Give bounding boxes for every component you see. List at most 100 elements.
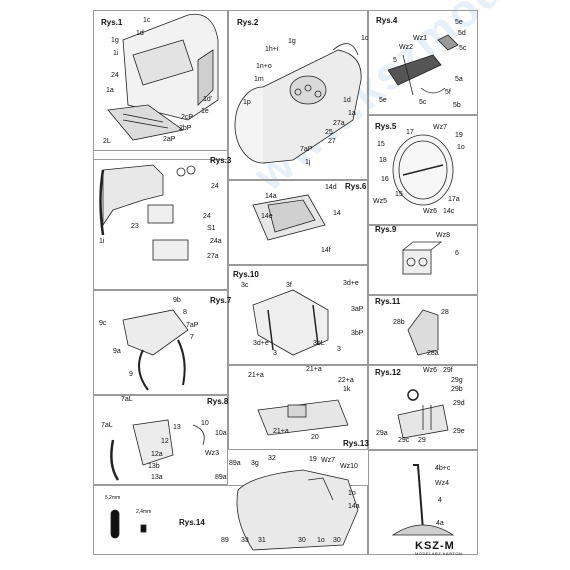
panel-rys11 [368, 295, 478, 365]
rys8-label: 13b [148, 463, 160, 470]
panel-rys1 [93, 10, 228, 160]
rys7-label: 9c [99, 320, 107, 327]
rys2-label: 1h+i [265, 46, 279, 53]
rys11-label: 28a [427, 350, 439, 357]
rys14-title: Rys.14 [179, 518, 205, 527]
panel-rys13 [228, 365, 368, 450]
rys1-label: 24 [111, 72, 119, 79]
panel-rys6 [228, 180, 368, 265]
publisher-logo: KSZ-M [415, 540, 455, 552]
rys1-label: 1d' [203, 96, 213, 103]
stand-label: Wz4 [435, 480, 449, 487]
rys7-title: Rys.7 [210, 296, 232, 305]
rys3-label: 1i [99, 238, 105, 245]
rys1-label: 1d [136, 30, 144, 37]
rys4-label: 5 [393, 57, 397, 64]
rys10-title: Rys.10 [233, 270, 259, 279]
rys8-label: 10a [215, 430, 227, 437]
panel-rys5 [368, 115, 478, 225]
rys8-label: 10 [201, 420, 209, 427]
rys6-label: 14d [325, 184, 337, 191]
assembly-drawings [99, 13, 459, 551]
rys12-label: 29 [418, 437, 426, 444]
rys3-label: 24 [203, 213, 211, 220]
rys4-label: Wz1 [413, 35, 427, 42]
rys5-label: 1o [457, 144, 465, 151]
rys8-label: 7aL [121, 396, 133, 403]
rys13-label: 21+a [306, 366, 322, 373]
rys13-label: 20 [311, 434, 319, 441]
rys9-label: Wz8 [436, 232, 450, 239]
rys8-label: 12a [151, 451, 163, 458]
rys8-label: 13a [151, 474, 163, 481]
instruction-sheet: www.kszmodelarz.pl [93, 0, 570, 556]
rys6-label: 14e [261, 213, 273, 220]
panel-rys12 [368, 365, 478, 450]
rys14-label: 3g [251, 460, 259, 467]
rys7-label: 9b [173, 297, 181, 304]
rys3-label: S1 [207, 225, 216, 232]
rys9-title: Rys.9 [375, 225, 397, 234]
rys4-label: 5c [419, 99, 427, 106]
rys14-label: 30 [298, 537, 306, 544]
rys1-label: 1c [143, 17, 151, 24]
rys2-label: 1m [254, 76, 264, 83]
rys4-label: 5d [458, 30, 466, 37]
rys13-label: 21+a [248, 372, 264, 379]
rys2-label: 27 [328, 138, 336, 145]
rys2-label: 25 [325, 129, 333, 136]
rys8-title: Rys.8 [207, 397, 229, 406]
panel-rys4 [368, 10, 478, 115]
rys6-label: 14a [265, 193, 277, 200]
rys3-label: 23 [131, 223, 139, 230]
rys2-title: Rys.2 [237, 18, 259, 27]
rys5-label: 15 [395, 191, 403, 198]
panel-rys10 [228, 265, 368, 365]
rys9-label: 6 [455, 250, 459, 257]
rys1-label: 1g [111, 37, 119, 44]
rys1-label: 2L [103, 138, 111, 145]
rys13-label: 1k [343, 386, 351, 393]
panel-rys7 [93, 290, 228, 395]
rys5-label: Wz7 [433, 124, 447, 131]
rys4-label: 5c [459, 45, 467, 52]
rys10-label: 3c [241, 282, 249, 289]
rys10-label: 3 [337, 346, 341, 353]
rys1-label: 2cP [181, 114, 194, 121]
rys2-label: 1c [361, 35, 369, 42]
rys4-label: 5f [445, 89, 451, 96]
rys7-label: 7aP [186, 322, 199, 329]
rys14-label: Wz10 [340, 463, 358, 470]
panel-stand [368, 450, 478, 555]
rys5-label: 16 [381, 176, 389, 183]
rys3-label: 24a [210, 238, 222, 245]
stand-label: 4 [438, 497, 442, 504]
rys5-label: Wz6 [423, 208, 437, 215]
rys13-label: 22+a [338, 377, 354, 384]
rys11-title: Rys.11 [375, 297, 401, 306]
rys14-label: 32 [268, 455, 276, 462]
rys2-label: 1p [243, 99, 251, 106]
rys12-label: 29g [451, 377, 463, 384]
rys13-label: 21+a [273, 428, 289, 435]
panel-rys3 [93, 150, 228, 290]
rys8-label: 12 [161, 438, 169, 445]
rys5-label: 14c [443, 208, 455, 215]
rys14-label: 19 [309, 456, 317, 463]
panel-rys2 [228, 10, 368, 180]
rys2-label: 27a [333, 120, 345, 127]
rys14-label: 30 [333, 537, 341, 544]
rys4-label: 5e [455, 19, 463, 26]
rys5-label: 17a [448, 196, 460, 203]
rys10-label: 3d+e [343, 280, 359, 287]
rys14-label: 89 [221, 537, 229, 544]
rys1-title: Rys.1 [101, 18, 123, 27]
stand-label: 4a [436, 520, 444, 527]
rys13-title: Rys.13 [343, 439, 369, 448]
rys8-label: Wz3 [205, 450, 219, 457]
rys5-label: 17 [406, 129, 414, 136]
rys5-title: Rys.5 [375, 122, 397, 131]
panel-rys14 [93, 485, 368, 555]
rys14-label: 31 [258, 537, 266, 544]
rys12-label: 29f [443, 367, 453, 374]
